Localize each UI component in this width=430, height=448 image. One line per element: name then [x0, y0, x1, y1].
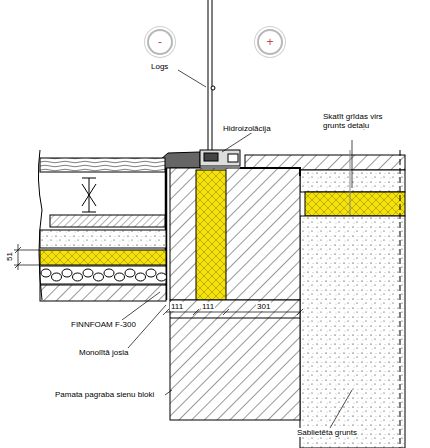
dimension: 51: [5, 251, 14, 262]
part-label: Hidroizolācija: [222, 124, 272, 133]
sign-text: +: [266, 36, 273, 48]
dimension: 111: [201, 302, 215, 311]
part-label: Monolītā josla: [78, 348, 129, 357]
dimension: 111: [170, 302, 184, 311]
dimension: 301: [256, 302, 271, 311]
part-label: FINNFOAM F-300: [70, 320, 137, 329]
sign-circle: -: [147, 29, 173, 55]
sign-text: -: [158, 36, 162, 48]
foundation-wall: [166, 168, 300, 420]
sign-circle: +: [257, 29, 283, 55]
dimensions-and-leaders: [14, 70, 352, 428]
window: [160, 0, 240, 168]
terrace: [38, 150, 166, 301]
part-label: Logs: [150, 62, 169, 71]
note-label: Skatīt grīdas virs grunts detaļu: [322, 112, 402, 130]
part-label: Pamata pagraba sienu bloki: [54, 390, 155, 399]
part-label: Sablietēta grunts: [296, 428, 358, 437]
